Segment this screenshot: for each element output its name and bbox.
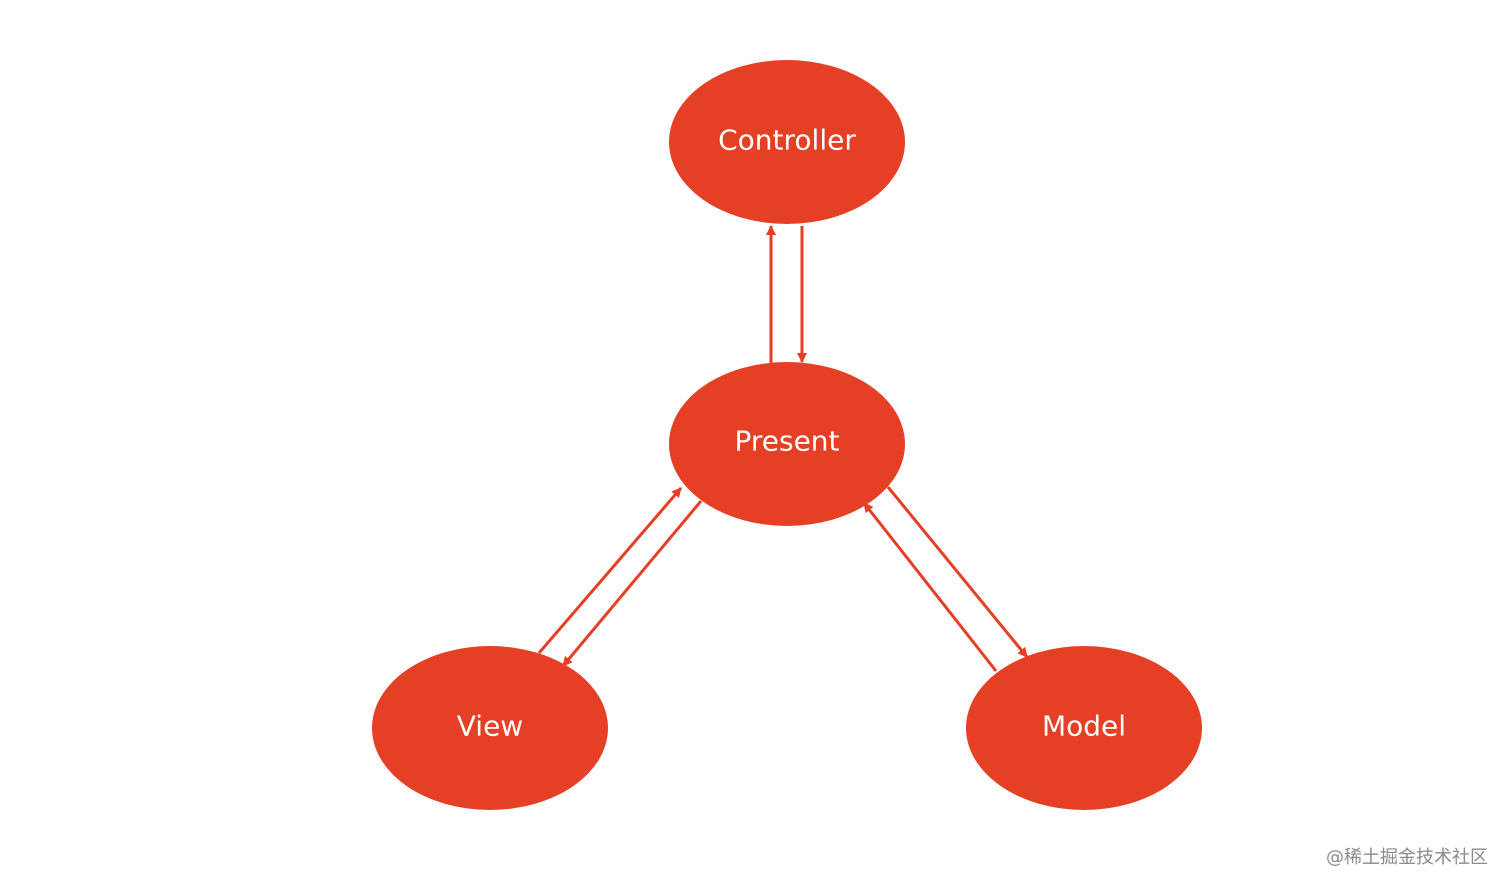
controller-ellipse: [669, 60, 905, 224]
node-present: Present: [669, 362, 905, 526]
edge-model-to-present: [862, 502, 998, 672]
model-ellipse: [966, 646, 1202, 810]
edge-present-to-view: [561, 500, 703, 667]
watermark: @稀土掘金技术社区: [1326, 847, 1488, 868]
edges: [537, 225, 1029, 672]
present-label: Present: [734, 425, 839, 458]
controller-label: Controller: [718, 124, 856, 157]
present-ellipse: [669, 362, 905, 526]
model-label: Model: [1042, 710, 1126, 743]
edge-present-to-model: [886, 486, 1029, 658]
node-controller: Controller: [669, 60, 905, 224]
node-model: Model: [966, 646, 1202, 810]
edge-view-to-present: [537, 487, 683, 654]
view-ellipse: [372, 646, 608, 810]
node-view: View: [372, 646, 608, 810]
view-label: View: [457, 710, 523, 743]
